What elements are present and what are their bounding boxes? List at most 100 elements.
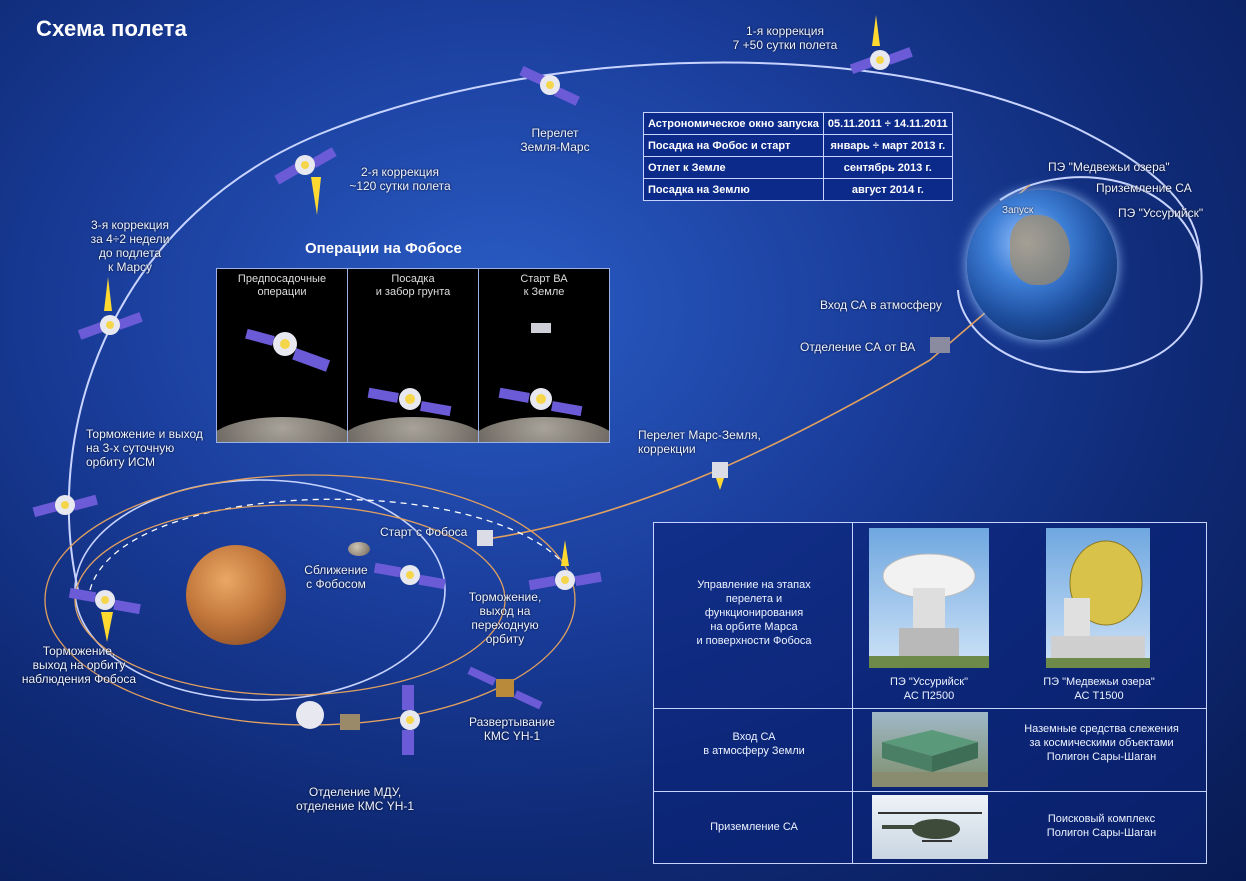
- label-line: перелета и: [725, 593, 783, 605]
- label-line: переходную: [471, 618, 539, 632]
- label-line: ПЭ "Медвежьи озера": [1043, 676, 1155, 688]
- gs-entry-text: Вход СА в атмосферу Земли: [664, 730, 844, 758]
- spacecraft-icon: [400, 685, 420, 755]
- label-flight-mars-earth: Перелет Марс-Земля, коррекции: [638, 428, 778, 456]
- table-cell: август 2014 г.: [822, 178, 953, 201]
- label-line: 1-я коррекция: [746, 24, 824, 38]
- spacecraft-icon: [68, 587, 141, 642]
- antenna-icon: [1046, 540, 1150, 668]
- label-line: Полигон Сары-Шаган: [1046, 751, 1157, 763]
- label-line: Торможение и выход: [86, 427, 203, 441]
- spacecraft-icon: [77, 277, 143, 340]
- spacecraft-icon: [498, 323, 583, 417]
- phobos-moon: [348, 542, 370, 556]
- label-line: Отделение МДУ,: [308, 785, 402, 799]
- label-line: АС П2500: [903, 690, 955, 702]
- label-braking-ism: Торможение и выход на 3-х суточную орбит…: [86, 427, 226, 469]
- spacecraft-icon: [930, 337, 950, 353]
- divider: [852, 708, 853, 791]
- earth-arrival-orbit: [957, 176, 1203, 374]
- spacecraft-icon: [477, 530, 493, 546]
- phobos-surface: [479, 417, 609, 442]
- antenna-medvezhyi-photo: [1046, 528, 1150, 668]
- label-pe-uss: ПЭ "Уссурийск": [1118, 206, 1204, 220]
- label-line: Перелет: [531, 126, 579, 140]
- antenna-ussuriysk-caption: ПЭ "Уссурийск" АС П2500: [854, 675, 1004, 703]
- label-start-phobos: Старт с Фобоса: [380, 525, 468, 539]
- gs-landing-right-text: Поисковый комплекс Полигон Сары-Шаган: [999, 812, 1204, 840]
- label-correction-2: 2-я коррекция ~120 сутки полета: [335, 165, 465, 193]
- table-cell: Посадка на Землю: [643, 178, 824, 201]
- table-cell: Отлет к Земле: [643, 156, 824, 179]
- label-line: орбиту ИСМ: [86, 455, 156, 469]
- label-line: ПЭ "Уссурийск": [889, 676, 969, 688]
- spacecraft-icon: [373, 562, 446, 590]
- label-line: к Марсу: [107, 260, 153, 274]
- helicopter-icon: [878, 812, 982, 842]
- building-icon: [872, 730, 988, 787]
- label-line: коррекции: [638, 442, 696, 456]
- label-line: ~120 сутки полета: [349, 179, 451, 193]
- label-approach-phobos: Сближение с Фобосом: [296, 563, 376, 591]
- gs-row-entry: Вход СА в атмосферу Земли Наземные средс…: [654, 708, 1206, 792]
- label-separation-sa: Отделение СА от ВА: [800, 340, 916, 354]
- label-line: Посадка: [391, 273, 435, 285]
- trajectory-mars-earth: [479, 359, 931, 541]
- label-line: Торможение,: [42, 644, 116, 658]
- label-line: выход на: [479, 604, 531, 618]
- label-line: на орбите Марса: [710, 621, 798, 633]
- transfer-orbit-earth-mars: [67, 61, 1201, 591]
- spacecraft-icon: [712, 462, 728, 490]
- label-line: и поверхности Фобоса: [696, 635, 812, 647]
- label-deploy: Развертывание КМС YH-1: [462, 715, 562, 743]
- label-line: выход на орбиту: [32, 658, 126, 672]
- earth-continent: [1010, 215, 1070, 285]
- phobos-surface: [348, 417, 478, 442]
- page-title: Схема полета: [36, 16, 188, 41]
- label-line: 2-я коррекция: [361, 165, 439, 179]
- label-landing-sa: Приземление СА: [1096, 181, 1192, 195]
- ground-stations-panel: Управление на этапах перелета и функцион…: [653, 522, 1207, 864]
- label-line: Поисковый комплекс: [1047, 813, 1156, 825]
- label-line: Земля-Марс: [520, 140, 590, 154]
- table-cell: сентябрь 2013 г.: [822, 156, 953, 179]
- table-cell: 05.11.2011 ÷ 14.11.2011: [822, 112, 953, 135]
- label-line: Управление на этапах: [697, 579, 811, 591]
- gs-entry-right-text: Наземные средства слежения за космически…: [999, 722, 1204, 764]
- label-line: Торможение,: [468, 590, 542, 604]
- table-cell: Астрономическое окно запуска: [643, 112, 824, 135]
- label-line: Старт ВА: [520, 273, 568, 285]
- label-line: и забор грунта: [375, 286, 451, 298]
- label-line: Наземные средства слежения: [1024, 723, 1179, 735]
- gs-row-control: Управление на этапах перелета и функцион…: [654, 523, 1206, 709]
- label-launch: Запуск: [1002, 205, 1034, 216]
- mars-planet: [186, 545, 286, 645]
- label-correction-3: 3-я коррекция за 4÷2 недели до подлета к…: [80, 218, 180, 274]
- label-line: Сближение: [304, 563, 368, 577]
- label-line: к Земле: [523, 286, 565, 298]
- label-line: функционирования: [704, 607, 804, 619]
- divider: [852, 791, 853, 863]
- label-line: операции: [257, 286, 307, 298]
- label-pe-medv: ПЭ "Медвежьи озера": [1048, 160, 1170, 174]
- mars-orbit-dashed: [89, 498, 561, 591]
- tracking-station-photo: [872, 712, 988, 787]
- label-line: КМС YH-1: [483, 729, 541, 743]
- phobos-ops-title: Операции на Фобосе: [305, 240, 462, 257]
- label-line: 7 +50 сутки полета: [732, 38, 838, 52]
- gs-row-landing: Приземление СА Поисковый комплекс Полиго…: [654, 791, 1206, 863]
- helicopter-photo: [872, 795, 988, 859]
- label-line: за 4÷2 недели: [90, 232, 170, 246]
- label-line: за космическими объектами: [1029, 737, 1174, 749]
- label-line: Полигон Сары-Шаган: [1046, 827, 1157, 839]
